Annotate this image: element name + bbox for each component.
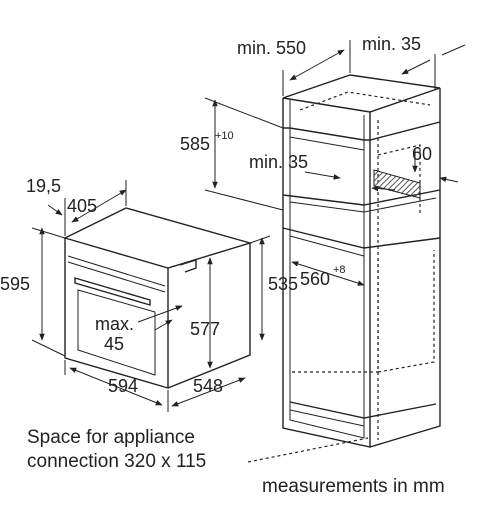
label-560: 560 (300, 269, 330, 289)
dimension-labels: min. 550 min. 35 585 +10 min. 35 60 19,5… (0, 34, 432, 396)
label-45: 45 (104, 334, 124, 354)
label-60: 60 (412, 144, 432, 164)
notes: Space for appliance connection 320 x 115… (27, 427, 445, 497)
connection-area-hatch (373, 169, 421, 199)
label-535: 535 (268, 274, 298, 294)
label-585: 585 (180, 134, 210, 154)
label-585-tolerance: +10 (215, 130, 234, 142)
cabinet (282, 74, 441, 448)
label-595: 595 (0, 274, 30, 294)
label-594: 594 (108, 376, 138, 396)
label-548: 548 (193, 376, 223, 396)
label-min-550: min. 550 (237, 38, 306, 58)
label-min-35-mid: min. 35 (249, 152, 308, 172)
note-space-line2: connection 320 x 115 (27, 451, 206, 472)
label-min-35-top: min. 35 (362, 34, 421, 54)
dimension-lines (31, 40, 466, 463)
label-19-5: 19,5 (26, 176, 61, 196)
label-560-tolerance: +8 (333, 264, 346, 276)
label-405: 405 (67, 196, 97, 216)
note-units: measurements in mm (262, 476, 445, 497)
label-max: max. (95, 314, 134, 334)
oven (63, 207, 253, 389)
label-577: 577 (190, 319, 220, 339)
note-space-line1: Space for appliance (27, 427, 195, 448)
